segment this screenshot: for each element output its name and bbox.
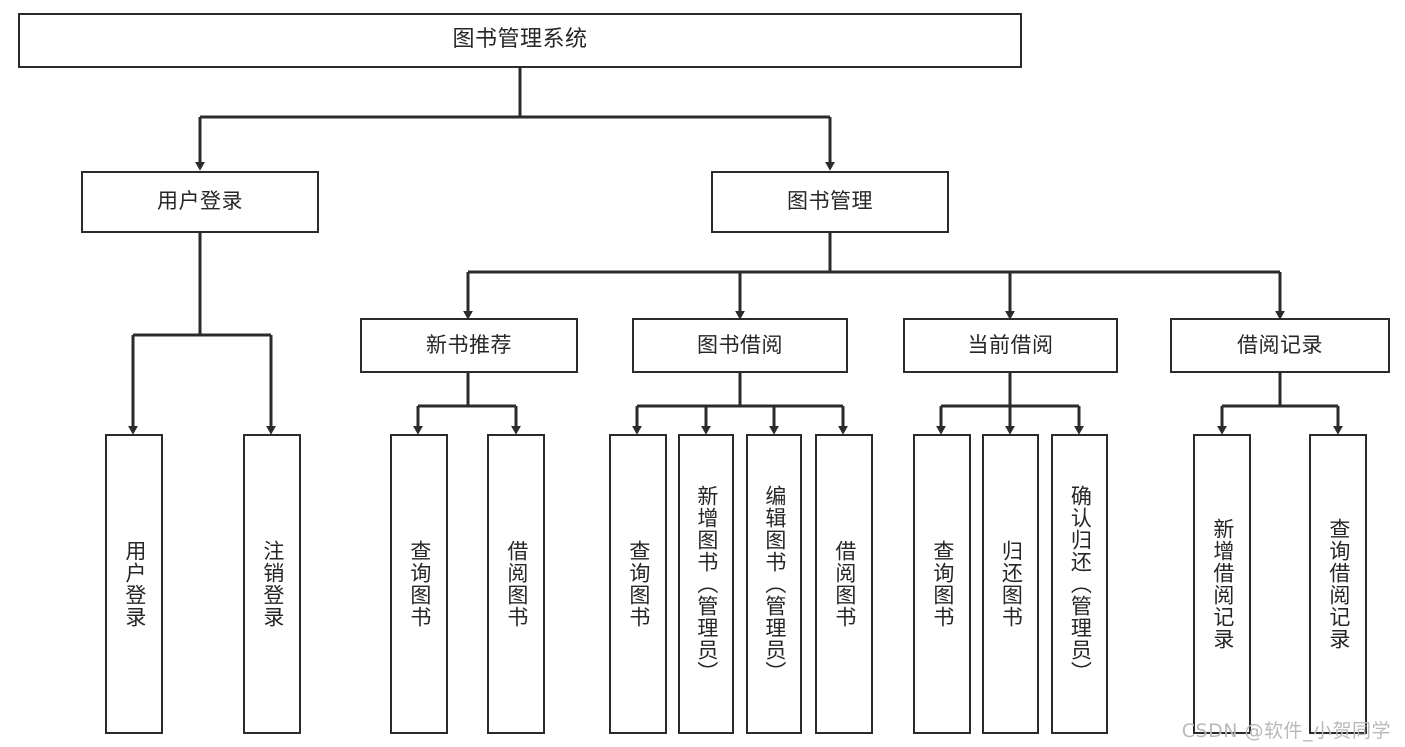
node-leaf-borrow-book[interactable]: 借阅图书 <box>815 434 873 734</box>
node-leaf-label: 查询借阅记录 <box>1326 518 1351 650</box>
node-book-management[interactable]: 图书管理 <box>711 171 949 233</box>
node-current-borrow[interactable]: 当前借阅 <box>903 318 1118 373</box>
node-leaf-label: 查询图书 <box>407 540 432 628</box>
node-leaf-add-borrow-record[interactable]: 新增借阅记录 <box>1193 434 1251 734</box>
node-leaf-label: 查询图书 <box>930 540 955 628</box>
node-leaf-label: 借阅图书 <box>504 540 529 628</box>
node-leaf-add-book-admin[interactable]: 新增图书（管理员） <box>678 434 734 734</box>
node-leaf-label: 借阅图书 <box>832 540 857 628</box>
node-leaf-user-login[interactable]: 用户登录 <box>105 434 163 734</box>
node-leaf-label: 查询图书 <box>626 540 651 628</box>
node-leaf-label: 编辑图书（管理员） <box>762 485 787 683</box>
node-leaf-label: 注销登录 <box>260 540 285 628</box>
node-leaf-label: 确认归还（管理员） <box>1068 485 1093 683</box>
node-leaf-return-book[interactable]: 归还图书 <box>982 434 1039 734</box>
node-leaf-logout[interactable]: 注销登录 <box>243 434 301 734</box>
node-leaf-query-book-borrow[interactable]: 查询图书 <box>609 434 667 734</box>
node-leaf-confirm-return-admin[interactable]: 确认归还（管理员） <box>1051 434 1108 734</box>
node-leaf-label: 新增借阅记录 <box>1210 518 1235 650</box>
node-leaf-query-book-recommend[interactable]: 查询图书 <box>390 434 448 734</box>
node-book-borrow[interactable]: 图书借阅 <box>632 318 848 373</box>
node-borrow-record[interactable]: 借阅记录 <box>1170 318 1390 373</box>
node-new-book-recommend[interactable]: 新书推荐 <box>360 318 578 373</box>
node-leaf-edit-book-admin[interactable]: 编辑图书（管理员） <box>746 434 802 734</box>
node-leaf-label: 新增图书（管理员） <box>694 485 719 683</box>
node-root-system[interactable]: 图书管理系统 <box>18 13 1022 68</box>
node-user-login[interactable]: 用户登录 <box>81 171 319 233</box>
watermark-text: CSDN @软件_小贺同学 <box>1181 720 1391 742</box>
node-leaf-label: 用户登录 <box>122 540 147 628</box>
node-leaf-query-book-current[interactable]: 查询图书 <box>913 434 971 734</box>
node-leaf-label: 归还图书 <box>999 540 1024 628</box>
node-leaf-query-borrow-record[interactable]: 查询借阅记录 <box>1309 434 1367 734</box>
node-leaf-borrow-book-recommend[interactable]: 借阅图书 <box>487 434 545 734</box>
